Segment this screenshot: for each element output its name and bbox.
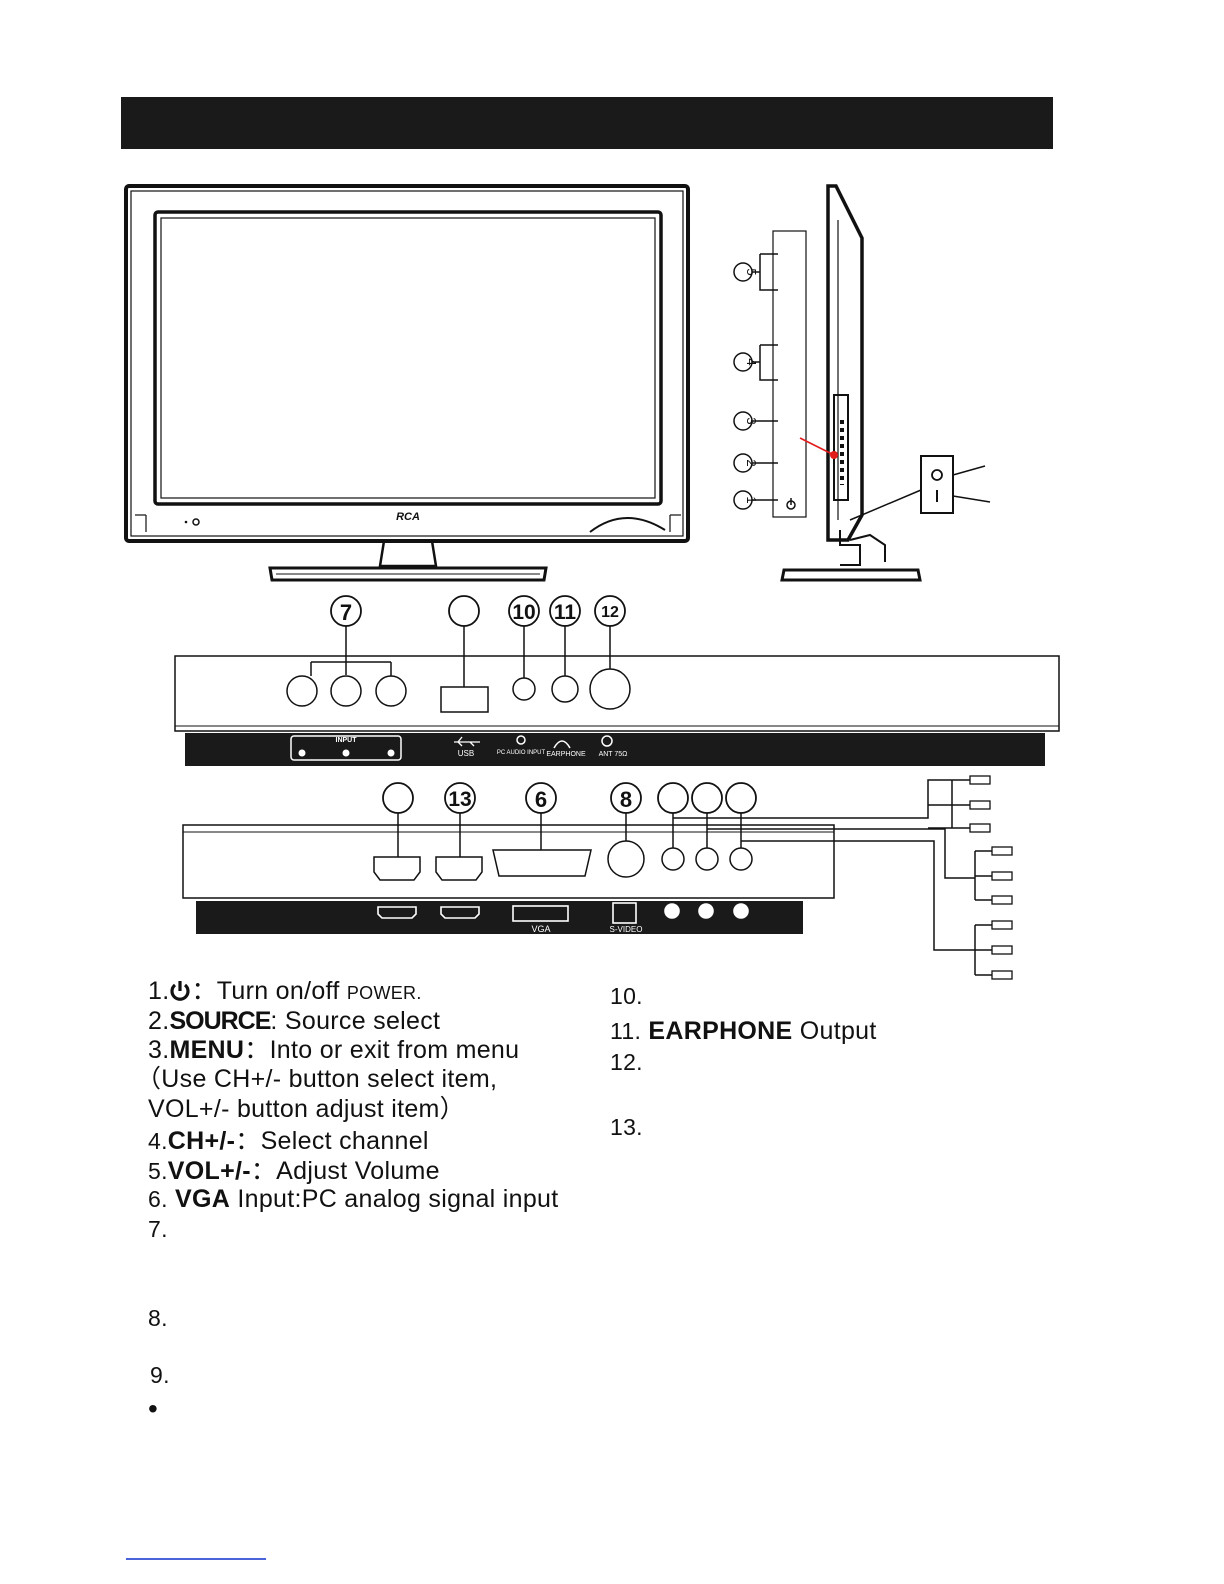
top-panel-port-icons (290, 735, 613, 761)
pc-audio-port-label: PC AUDIO INPUT (497, 750, 546, 756)
rca-plugs (969, 775, 1013, 980)
rear-panel-top (174, 625, 1060, 732)
footer-link-underline (126, 1558, 266, 1560)
earphone-port-label: EARPHONE (546, 751, 586, 758)
item-7-number: 7. (148, 1216, 168, 1242)
tv-side-view (752, 184, 991, 582)
brand-logo: RCA (396, 511, 420, 523)
item-3-menu: 3.MENU：Into or exit from menu (148, 1036, 520, 1064)
usb-port-label: USB (458, 749, 474, 758)
item-9-number: 9. (150, 1362, 170, 1388)
side-callout-2: 2 (744, 459, 759, 466)
top-callout-circles (330, 595, 626, 627)
bottom-panel-label-strip (196, 901, 803, 934)
item-5-volume: 5.VOL+/-：Adjust Volume (148, 1157, 440, 1185)
tv-front-view (124, 184, 690, 582)
item-2-source: 2.SOURCE: Source select (148, 1007, 441, 1035)
side-callout-circles (733, 262, 753, 510)
ant-port-label: ANT 75Ω (599, 751, 628, 758)
item-6-vga: 6. VGA Input:PC analog signal input (148, 1185, 559, 1213)
item-8-number: 8. (148, 1305, 168, 1331)
side-callout-4: 4 (744, 358, 759, 365)
item-10-number: 10. (610, 983, 643, 1009)
bottom-callout-circles (382, 782, 757, 814)
callout-13: 13 (448, 788, 471, 811)
item-4-channel: 4.CH+/-：Select channel (148, 1127, 429, 1155)
side-callout-1: 1 (744, 496, 759, 503)
callout-11: 11 (554, 601, 577, 624)
input-port-label: INPUT (336, 737, 358, 744)
callout-10: 10 (512, 601, 535, 624)
power-icon (170, 981, 191, 1001)
callout-8: 8 (620, 787, 632, 812)
side-callout-3: 3 (744, 417, 759, 424)
item-3-note-line1: （Use CH+/- button select item, (136, 1065, 498, 1093)
tv-connection-diagram: RCA 5 4 3 2 (124, 184, 1060, 980)
callout-7: 7 (340, 600, 352, 625)
vga-port-label: VGA (531, 924, 550, 934)
side-callout-5: 5 (744, 268, 759, 275)
item-13-number: 13. (610, 1114, 643, 1140)
callout-6: 6 (535, 787, 547, 812)
bottom-panel-port-icons (377, 902, 749, 924)
item-1-power: 1.：Turn on/off POWER. (148, 977, 422, 1005)
svideo-port-label: S-VIDEO (610, 925, 643, 934)
item-11-earphone: 11. EARPHONE Output (610, 1017, 877, 1045)
top-panel-label-strip (185, 733, 1045, 766)
bullet-point: • (148, 1393, 159, 1424)
rear-panel-bottom (182, 779, 992, 976)
item-12-number: 12. (610, 1049, 643, 1075)
item-3-note-line2: VOL+/- button adjust item） (148, 1095, 465, 1123)
header-bar (121, 97, 1053, 149)
callout-12: 12 (601, 604, 619, 621)
